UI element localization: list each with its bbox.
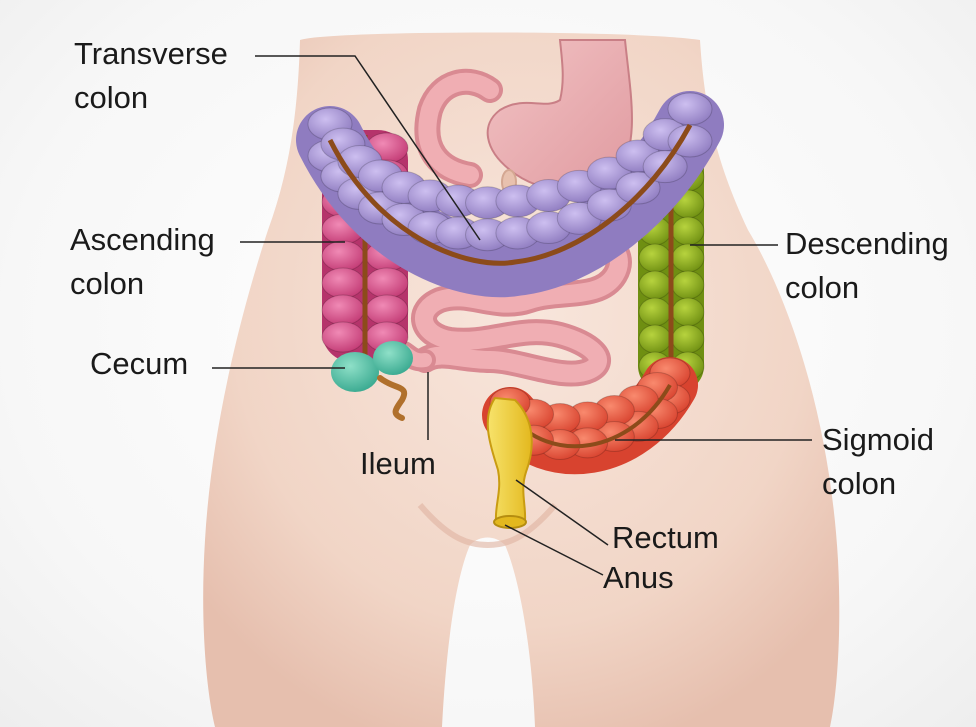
haustra-bulge	[639, 325, 671, 353]
label-rectum: Rectum	[612, 516, 719, 560]
haustra-bulge	[672, 298, 704, 326]
anus-shape	[494, 516, 526, 528]
haustra-bulge	[639, 271, 671, 299]
haustra-bulge	[366, 295, 408, 325]
label-transverse-colon: Transverse colon	[74, 32, 228, 120]
label-anus: Anus	[603, 556, 674, 600]
haustra-bulge	[672, 325, 704, 353]
label-ileum: Ileum	[360, 442, 436, 486]
haustra-bulge	[672, 244, 704, 272]
haustra-bulge	[672, 271, 704, 299]
haustra-bulge	[639, 244, 671, 272]
haustra-bulge	[322, 295, 364, 325]
haustra-bulge	[322, 268, 364, 298]
haustra-bulge	[672, 217, 704, 245]
label-descending-colon: Descending colon	[785, 222, 949, 310]
haustra-bulge	[322, 241, 364, 271]
label-ascending-colon: Ascending colon	[70, 218, 215, 306]
haustra-bulge	[668, 93, 712, 125]
haustra-bulge	[322, 322, 364, 352]
label-sigmoid-colon: Sigmoid colon	[822, 418, 934, 506]
label-cecum: Cecum	[90, 342, 188, 386]
haustra-bulge	[639, 298, 671, 326]
haustra-bulge	[366, 268, 408, 298]
